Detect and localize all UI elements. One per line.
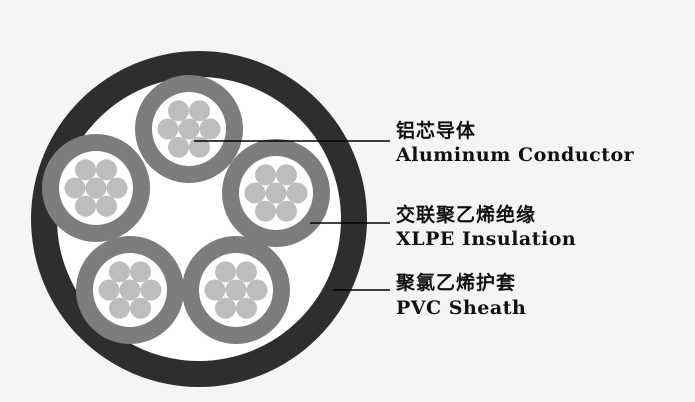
aluminum-strand (96, 195, 117, 217)
conductor-core (42, 134, 150, 242)
label-insulation-en: XLPE Insulation (396, 228, 577, 250)
aluminum-strand (109, 261, 130, 283)
aluminum-strand (178, 118, 200, 140)
aluminum-strand (255, 164, 276, 186)
aluminum-strand (130, 261, 151, 283)
aluminum-strand (276, 164, 297, 186)
conductor-cores (42, 75, 330, 344)
label-insulation-zh: 交联聚乙烯绝缘 (396, 204, 537, 226)
aluminum-strand (130, 297, 151, 319)
aluminum-strand (246, 279, 268, 301)
conductor-core (182, 236, 290, 344)
label-conductor-en: Aluminum Conductor (396, 144, 635, 166)
conductor-core (135, 75, 243, 183)
aluminum-strand (244, 182, 266, 204)
aluminum-strand (255, 200, 276, 222)
aluminum-strand (96, 159, 117, 181)
conductor-core (76, 236, 184, 344)
aluminum-strand (157, 118, 179, 140)
aluminum-strand (109, 297, 130, 319)
aluminum-strand (276, 200, 297, 222)
aluminum-strand (189, 136, 210, 158)
aluminum-strand (265, 182, 287, 204)
aluminum-strand (286, 182, 308, 204)
aluminum-strand (225, 279, 247, 301)
aluminum-strand (98, 279, 120, 301)
aluminum-strand (215, 261, 236, 283)
aluminum-strand (85, 177, 107, 199)
aluminum-strand (119, 279, 141, 301)
aluminum-strand (168, 100, 189, 122)
aluminum-strand (199, 118, 221, 140)
label-sheath-en: PVC Sheath (396, 297, 527, 319)
aluminum-strand (189, 100, 210, 122)
aluminum-strand (168, 136, 189, 158)
conductor-core (222, 139, 330, 247)
label-conductor-zh: 铝芯导体 (396, 120, 477, 142)
aluminum-strand (75, 159, 96, 181)
aluminum-strand (204, 279, 226, 301)
aluminum-strand (236, 297, 257, 319)
aluminum-strand (75, 195, 96, 217)
label-sheath-zh: 聚氯乙烯护套 (396, 272, 517, 294)
aluminum-strand (236, 261, 257, 283)
aluminum-strand (140, 279, 162, 301)
aluminum-strand (64, 177, 86, 199)
aluminum-strand (106, 177, 128, 199)
leader-lines (194, 140, 390, 291)
aluminum-strand (215, 297, 236, 319)
